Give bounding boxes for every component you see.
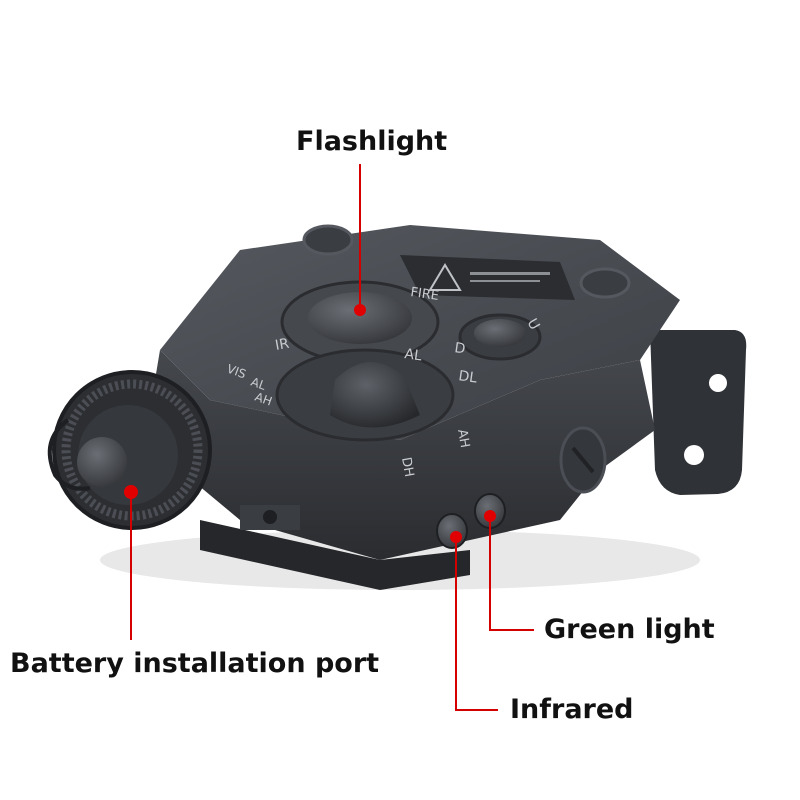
mount-tab-hole bbox=[263, 510, 277, 524]
battery-cap-button bbox=[77, 437, 127, 487]
laser-warning-triangle bbox=[428, 263, 462, 291]
secondary-button-cap bbox=[474, 319, 526, 347]
infrared-callout-dot bbox=[450, 531, 462, 543]
flashlight-button bbox=[308, 292, 412, 344]
marking-ah-left: AH bbox=[253, 390, 274, 409]
marking-fire: FIRE bbox=[409, 285, 439, 304]
callout-dots bbox=[124, 304, 496, 543]
bottom-rail bbox=[200, 520, 470, 590]
right-top-knob bbox=[579, 267, 631, 299]
infrared-label: Infrared bbox=[510, 694, 634, 725]
warning-text-lines-2 bbox=[470, 280, 540, 282]
flashlight-label: Flashlight bbox=[296, 126, 448, 157]
marking-dl: DL bbox=[457, 368, 478, 386]
mount-hole-upper bbox=[709, 374, 727, 392]
mode-selector-knob bbox=[330, 361, 420, 428]
battery-port-label: Battery installation port bbox=[10, 648, 380, 679]
green-light-callout-dot bbox=[484, 510, 496, 522]
warning-text-lines bbox=[470, 272, 550, 275]
screw-slot bbox=[571, 446, 595, 474]
battery-callout-dot bbox=[124, 485, 138, 499]
marking-al: AL bbox=[403, 346, 423, 364]
marking-al-left: AL bbox=[249, 375, 268, 393]
mount-hole-lower bbox=[684, 445, 704, 465]
green-light-callout-line bbox=[489, 520, 534, 631]
rear-knob bbox=[302, 224, 354, 256]
marking-d: D bbox=[453, 340, 466, 357]
marking-vis: VIS bbox=[225, 362, 248, 382]
marking-ir: IR bbox=[274, 336, 291, 354]
green-light-label: Green light bbox=[544, 614, 715, 645]
callouts bbox=[130, 164, 534, 711]
infrared-callout-line bbox=[455, 540, 498, 711]
infrared-button bbox=[436, 513, 468, 549]
mount-plate bbox=[650, 330, 747, 495]
marking-dh: DH bbox=[398, 456, 416, 478]
tether-loop bbox=[47, 418, 91, 491]
flashlight-callout-dot bbox=[354, 304, 366, 316]
device-markings: FIRE IR VIS AL AH AL D DL U AH DH bbox=[225, 285, 543, 478]
laser-device: FIRE IR VIS AL AH AL D DL U AH DH bbox=[47, 224, 747, 590]
marking-ah-front: AH bbox=[454, 428, 472, 449]
